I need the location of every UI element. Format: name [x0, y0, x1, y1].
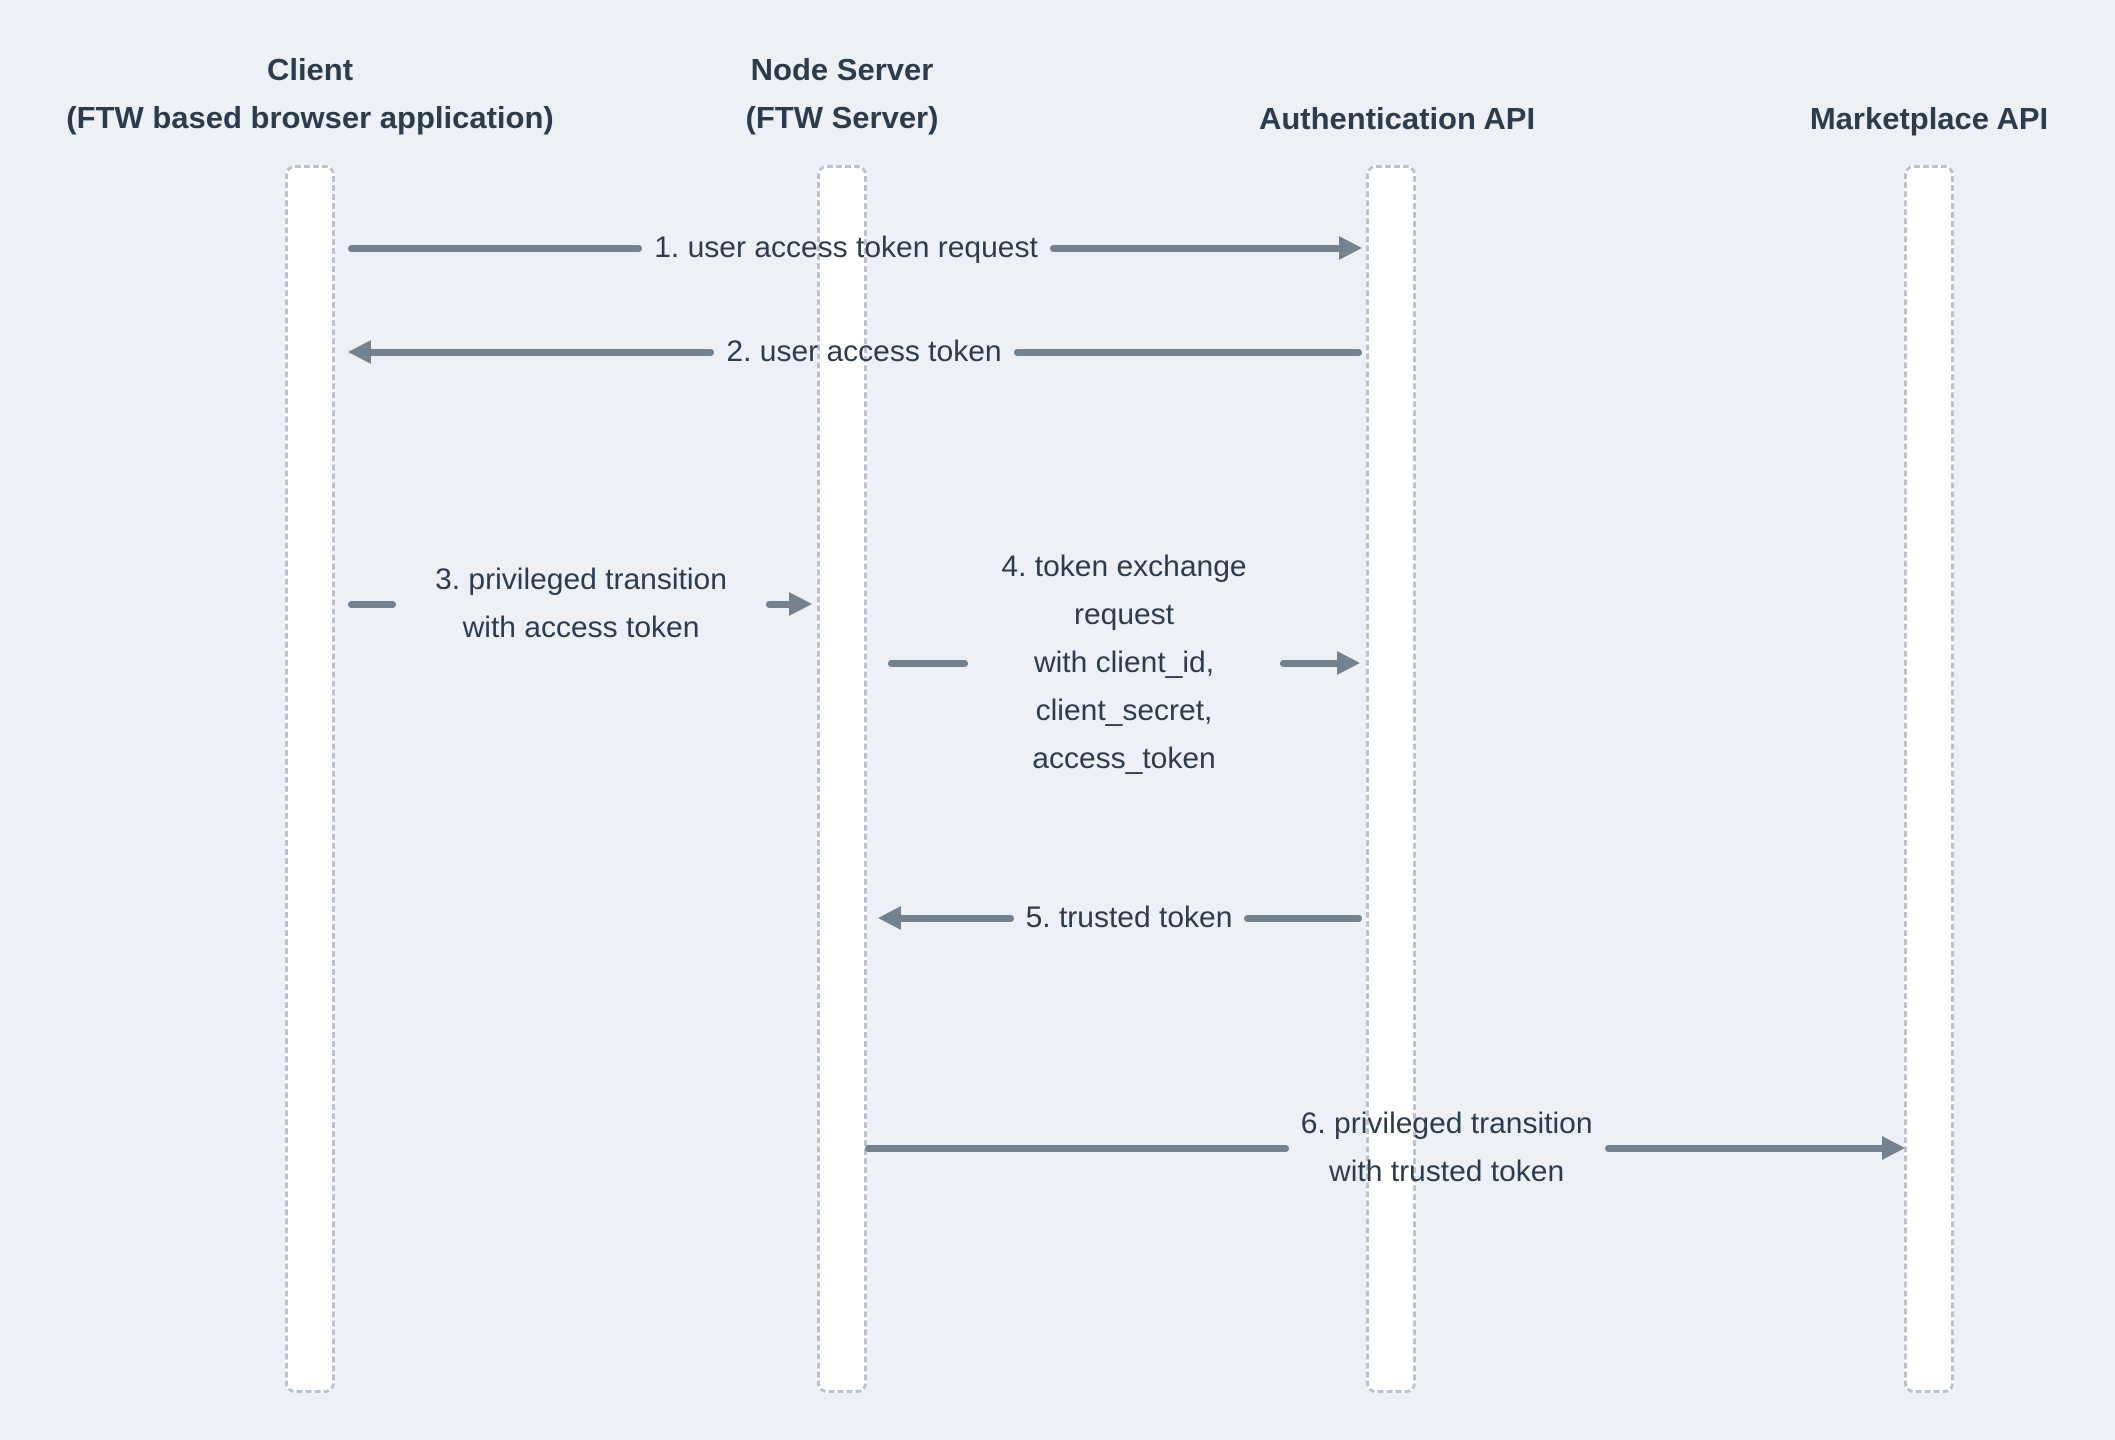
participant-authentication-api: Authentication API: [1097, 95, 1697, 143]
participant-client-subtitle: (FTW based browser application): [66, 100, 554, 135]
message-1: 1. user access token request: [348, 228, 1363, 268]
message-2-arrowhead-left-icon: [348, 340, 371, 364]
message-6: 6. privileged transition with trusted to…: [865, 1098, 1905, 1198]
message-6-label: 6. privileged transition with trusted to…: [1301, 1100, 1593, 1196]
message-4-arrowhead-right-icon: [1337, 651, 1360, 675]
message-4-label: 4. token exchange request with client_id…: [980, 543, 1268, 783]
message-3-label-line-2: with access token: [462, 611, 700, 644]
message-6-line-right: [1604, 1144, 1887, 1152]
message-3-line-left: [348, 600, 396, 608]
message-3-label: 3. privileged transition with access tok…: [408, 556, 754, 652]
message-4-label-line-4: client_secret,: [1035, 694, 1213, 727]
lifeline-marketplace-api: [1904, 165, 1954, 1393]
message-3: 3. privileged transition with access tok…: [348, 549, 812, 659]
message-6-line-left: [865, 1144, 1289, 1152]
message-6-arrowhead-right-icon: [1882, 1136, 1905, 1160]
participant-node-server-subtitle: (FTW Server): [745, 100, 939, 135]
message-5-arrowhead-left-icon: [878, 906, 901, 930]
message-4-label-line-5: access_token: [1032, 742, 1216, 775]
message-5-line-right: [1244, 914, 1363, 922]
message-5-label: 5. trusted token: [1025, 901, 1233, 934]
participant-node-server-name: Node Server: [750, 52, 934, 87]
participant-client: Client (FTW based browser application): [10, 46, 610, 142]
message-2-line-left: [366, 348, 715, 356]
message-4: 4. token exchange request with client_id…: [888, 538, 1360, 788]
lifeline-authentication-api: [1366, 165, 1416, 1393]
participant-marketplace-api: Marketplace API: [1729, 95, 2115, 143]
message-4-label-line-1: 4. token exchange: [1001, 550, 1247, 583]
message-4-line-right: [1280, 659, 1342, 667]
message-3-arrowhead-right-icon: [789, 592, 812, 616]
message-2-label: 2. user access token: [726, 335, 1002, 368]
message-1-label: 1. user access token request: [654, 231, 1038, 264]
message-3-line-right: [766, 600, 794, 608]
lifeline-client: [285, 165, 335, 1393]
message-5-line-left: [896, 914, 1014, 922]
message-5: 5. trusted token: [878, 898, 1363, 938]
participant-authentication-api-name: Authentication API: [1258, 101, 1536, 136]
participant-node-server: Node Server (FTW Server): [542, 46, 1142, 142]
message-4-label-line-2: request: [1073, 598, 1175, 631]
message-2-line-right: [1013, 348, 1362, 356]
message-6-label-line-2: with trusted token: [1329, 1155, 1565, 1188]
message-6-label-line-1: 6. privileged transition: [1300, 1107, 1593, 1140]
participant-marketplace-api-name: Marketplace API: [1809, 101, 2049, 136]
message-4-label-line-3: with client_id,: [1033, 646, 1215, 679]
message-1-line-right: [1049, 244, 1345, 252]
message-1-line-left: [348, 244, 643, 252]
message-2: 2. user access token: [348, 332, 1362, 372]
participant-client-name: Client: [266, 52, 354, 87]
message-1-arrowhead-right-icon: [1339, 236, 1363, 260]
message-4-line-left: [888, 659, 968, 667]
message-3-label-line-1: 3. privileged transition: [435, 563, 727, 596]
lifeline-node-server: [817, 165, 867, 1393]
